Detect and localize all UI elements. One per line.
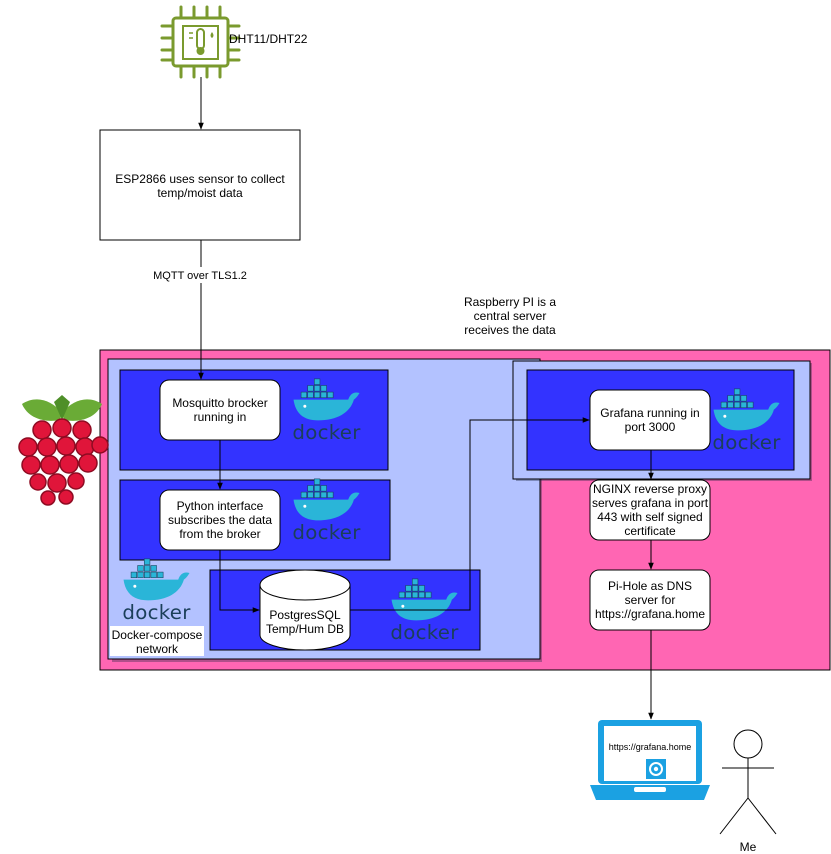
python-text-line3: from the broker [179, 527, 260, 541]
postgres-text-line2: Temp/Hum DB [266, 622, 344, 636]
grafana-text-line2: port 3000 [625, 420, 676, 434]
mosquitto-text-line1: Mosquitto brocker [172, 396, 267, 410]
pihole-box [589, 569, 711, 631]
sensor-chip-icon [160, 5, 241, 79]
nginx-text-line1: NGINX reverse proxy [593, 482, 707, 496]
rpi-caption-line1: Raspberry PI is a [464, 295, 556, 309]
esp-text-line2: temp/moist data [157, 186, 243, 200]
grafana-logo-icon [646, 759, 666, 779]
python-text-line1: Python interface [177, 499, 264, 513]
pihole-text-line3: https://grafana.home [595, 607, 705, 621]
rpi-caption-line3: receives the data [464, 323, 556, 337]
grafana-box [589, 389, 711, 451]
compose-label-line1: Docker-compose [112, 628, 203, 642]
sensor-label: DHT11/DHT22 [229, 32, 308, 46]
mosquitto-text-line2: running in [194, 410, 247, 424]
esp-text-line1: ESP2866 uses sensor to collect [115, 172, 285, 186]
postgres-text-line1: PostgresSQL [269, 608, 341, 622]
compose-label-line2: network [136, 642, 179, 656]
python-text-line2: subscribes the data [168, 513, 272, 527]
mqtt-label: MQTT over TLS1.2 [153, 270, 247, 282]
nginx-text-line4: certificate [624, 524, 676, 538]
postgres-database [259, 569, 351, 651]
pihole-text-line1: Pi-Hole as DNS [608, 579, 692, 593]
pihole-text-line2: server for [625, 593, 676, 607]
user-label: Me [740, 840, 757, 854]
nginx-text-line2: serves grafana in port [592, 496, 709, 510]
grafana-text-line1: Grafana running in [600, 406, 699, 420]
python-to-postgres-arrow [219, 550, 260, 613]
nginx-box [589, 479, 711, 541]
laptop-url: https://grafana.home [609, 742, 692, 752]
rpi-caption-line2: central server [474, 309, 547, 323]
raspberry-icon [18, 395, 109, 506]
postgres-to-grafana-arrow [350, 417, 590, 611]
esp-box [99, 129, 301, 241]
user-icon [719, 729, 777, 835]
nginx-text-line3: 443 with self signed [597, 510, 702, 524]
